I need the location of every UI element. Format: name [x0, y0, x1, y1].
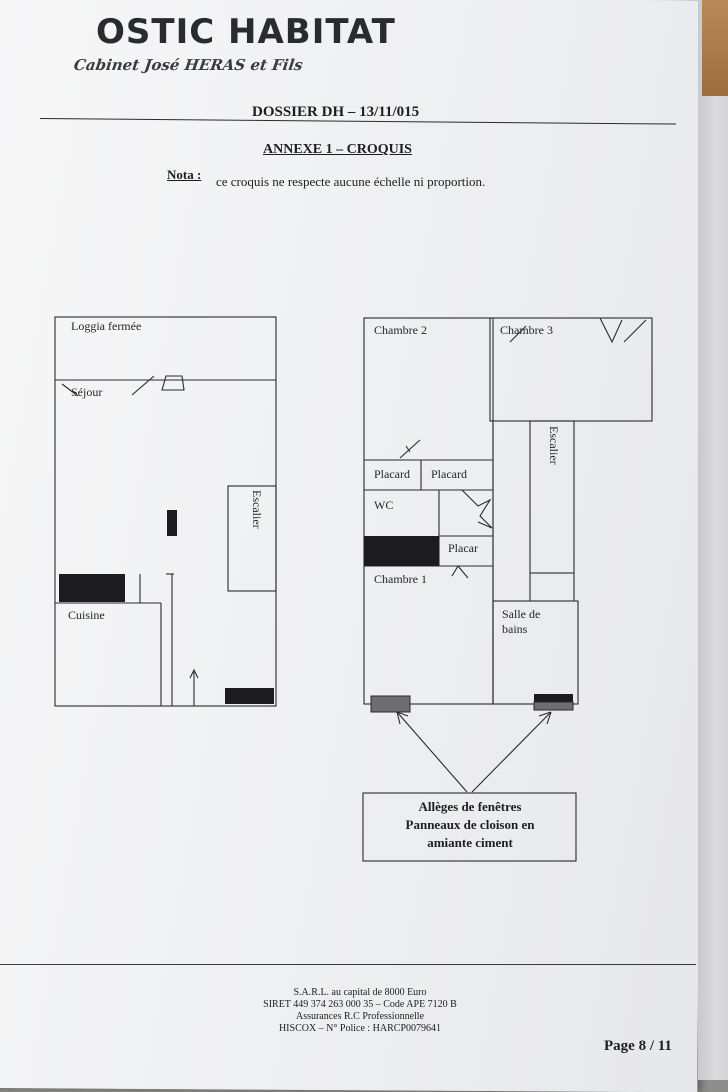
entry-dark-block — [225, 688, 274, 704]
label-escalier-left: Escalier — [250, 490, 264, 529]
right-plan — [362, 317, 653, 862]
label-bains: bains — [502, 622, 528, 636]
callout-text: Allèges de fenêtres Panneaux de cloison … — [406, 799, 536, 850]
sejour-scribble — [131, 375, 185, 396]
callout-line-3: amiante ciment — [427, 835, 513, 850]
label-cuisine: Cuisine — [68, 608, 105, 622]
left-plan-outline — [54, 316, 277, 707]
label-chambre2: Chambre 2 — [374, 323, 427, 337]
label-chambre3: Chambre 3 — [500, 323, 553, 337]
amiante-panel-right — [533, 701, 574, 711]
right-plan-labels: Chambre 2 Chambre 3 Escalier Placard Pla… — [374, 323, 561, 636]
page-number: Page 8 / 11 — [604, 1038, 672, 1054]
callout-arrow-left — [396, 711, 468, 793]
door-scribble — [461, 489, 493, 529]
label-placard-2: Placard — [431, 467, 467, 481]
footer-siret: SIRET 449 374 263 000 35 – Code APE 7120… — [263, 999, 457, 1010]
callout-line-2: Panneaux de cloison en — [406, 817, 536, 832]
amiante-panel-right-top — [534, 694, 573, 702]
label-sejour: Séjour — [71, 385, 102, 399]
left-plan — [54, 316, 277, 707]
wood-background — [702, 0, 728, 96]
callout-line-1: Allèges de fenêtres — [418, 799, 521, 814]
left-plan-labels: Loggia fermée Séjour Cuisine Escalier — [68, 319, 264, 622]
label-salle-de: Salle de — [502, 607, 540, 621]
right-plan-solids — [364, 536, 574, 713]
label-escalier-right: Escalier — [547, 426, 561, 465]
label-chambre1: Chambre 1 — [374, 572, 427, 586]
dossier-reference: DOSSIER DH – 13/11/015 — [252, 104, 420, 120]
chambre1-dark-block — [364, 536, 439, 566]
footer-capital: S.A.R.L. au capital de 8000 Euro — [293, 987, 427, 998]
footer-rule — [0, 964, 696, 965]
label-wc: WC — [374, 498, 393, 512]
kitchen-dark-block — [59, 574, 125, 602]
callout-box — [362, 792, 577, 862]
label-placard-1: Placard — [374, 467, 410, 481]
footer-policy: HISCOX – N° Police : HARCP0079641 — [278, 1023, 442, 1034]
label-loggia: Loggia fermée — [71, 319, 141, 333]
nota-label: Nota : — [167, 167, 202, 182]
callout-arrowhead-right — [538, 711, 552, 725]
left-plan-solids — [59, 510, 274, 704]
footer-insurance: Assurances R.C Professionnelle — [295, 1011, 425, 1022]
page-edge — [698, 0, 728, 1080]
annexe-title: ANNEXE 1 – CROQUIS — [263, 142, 412, 157]
placar-scribble — [451, 565, 469, 579]
label-placar: Placar — [448, 541, 478, 555]
company-logo: OSTIC HABITAT — [96, 12, 396, 52]
pillar-block — [167, 510, 177, 536]
callout-arrowhead-left — [396, 711, 409, 725]
sejour-mark — [61, 383, 79, 397]
amiante-panel-left — [370, 695, 411, 713]
nota-text: ce croquis ne respecte aucune échelle ni… — [216, 174, 486, 189]
chambre3-scribble — [509, 317, 647, 344]
placard-scribble — [399, 439, 421, 459]
callout-arrow-right — [471, 711, 552, 793]
left-stair-box — [227, 485, 277, 592]
entry-arrow-head — [189, 668, 199, 679]
